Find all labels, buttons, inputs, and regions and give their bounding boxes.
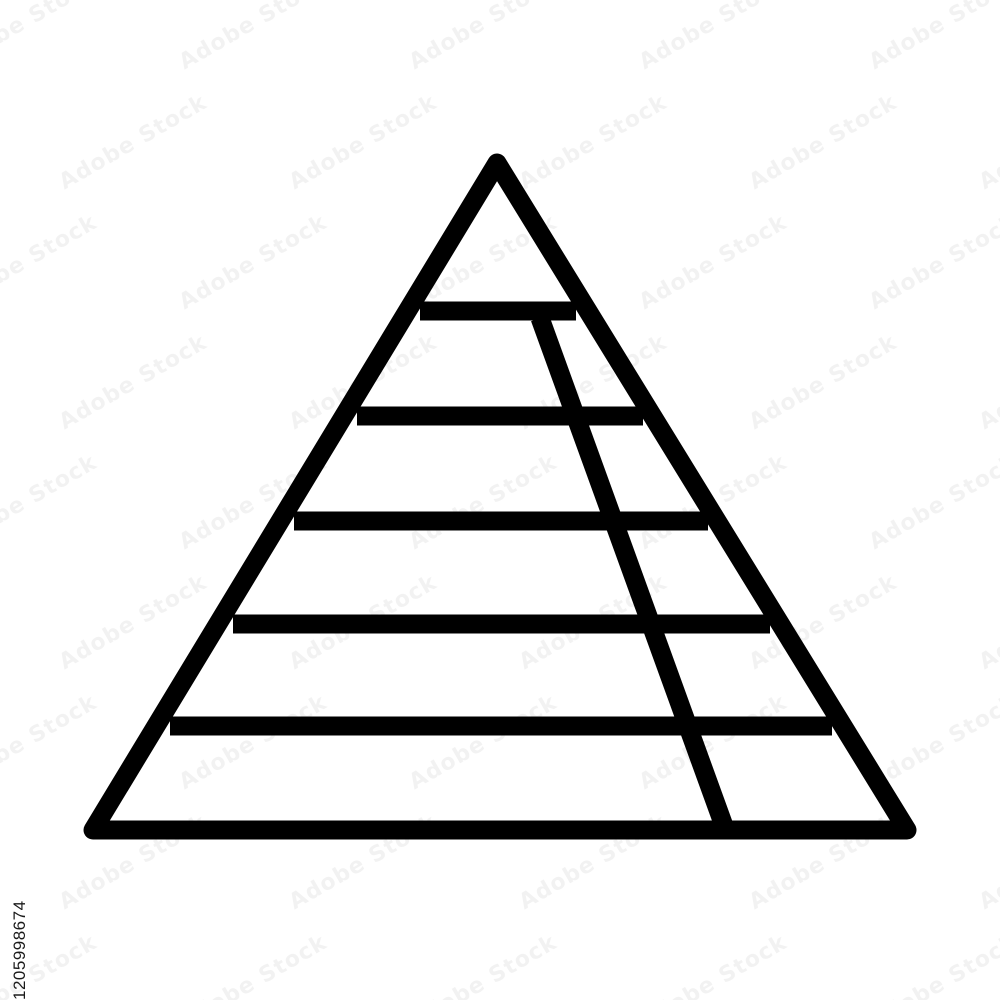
slanted-divider-left — [531, 314, 733, 830]
stock-id-text: 1205998674 — [10, 900, 29, 1000]
pyramid-outline — [83, 153, 917, 840]
